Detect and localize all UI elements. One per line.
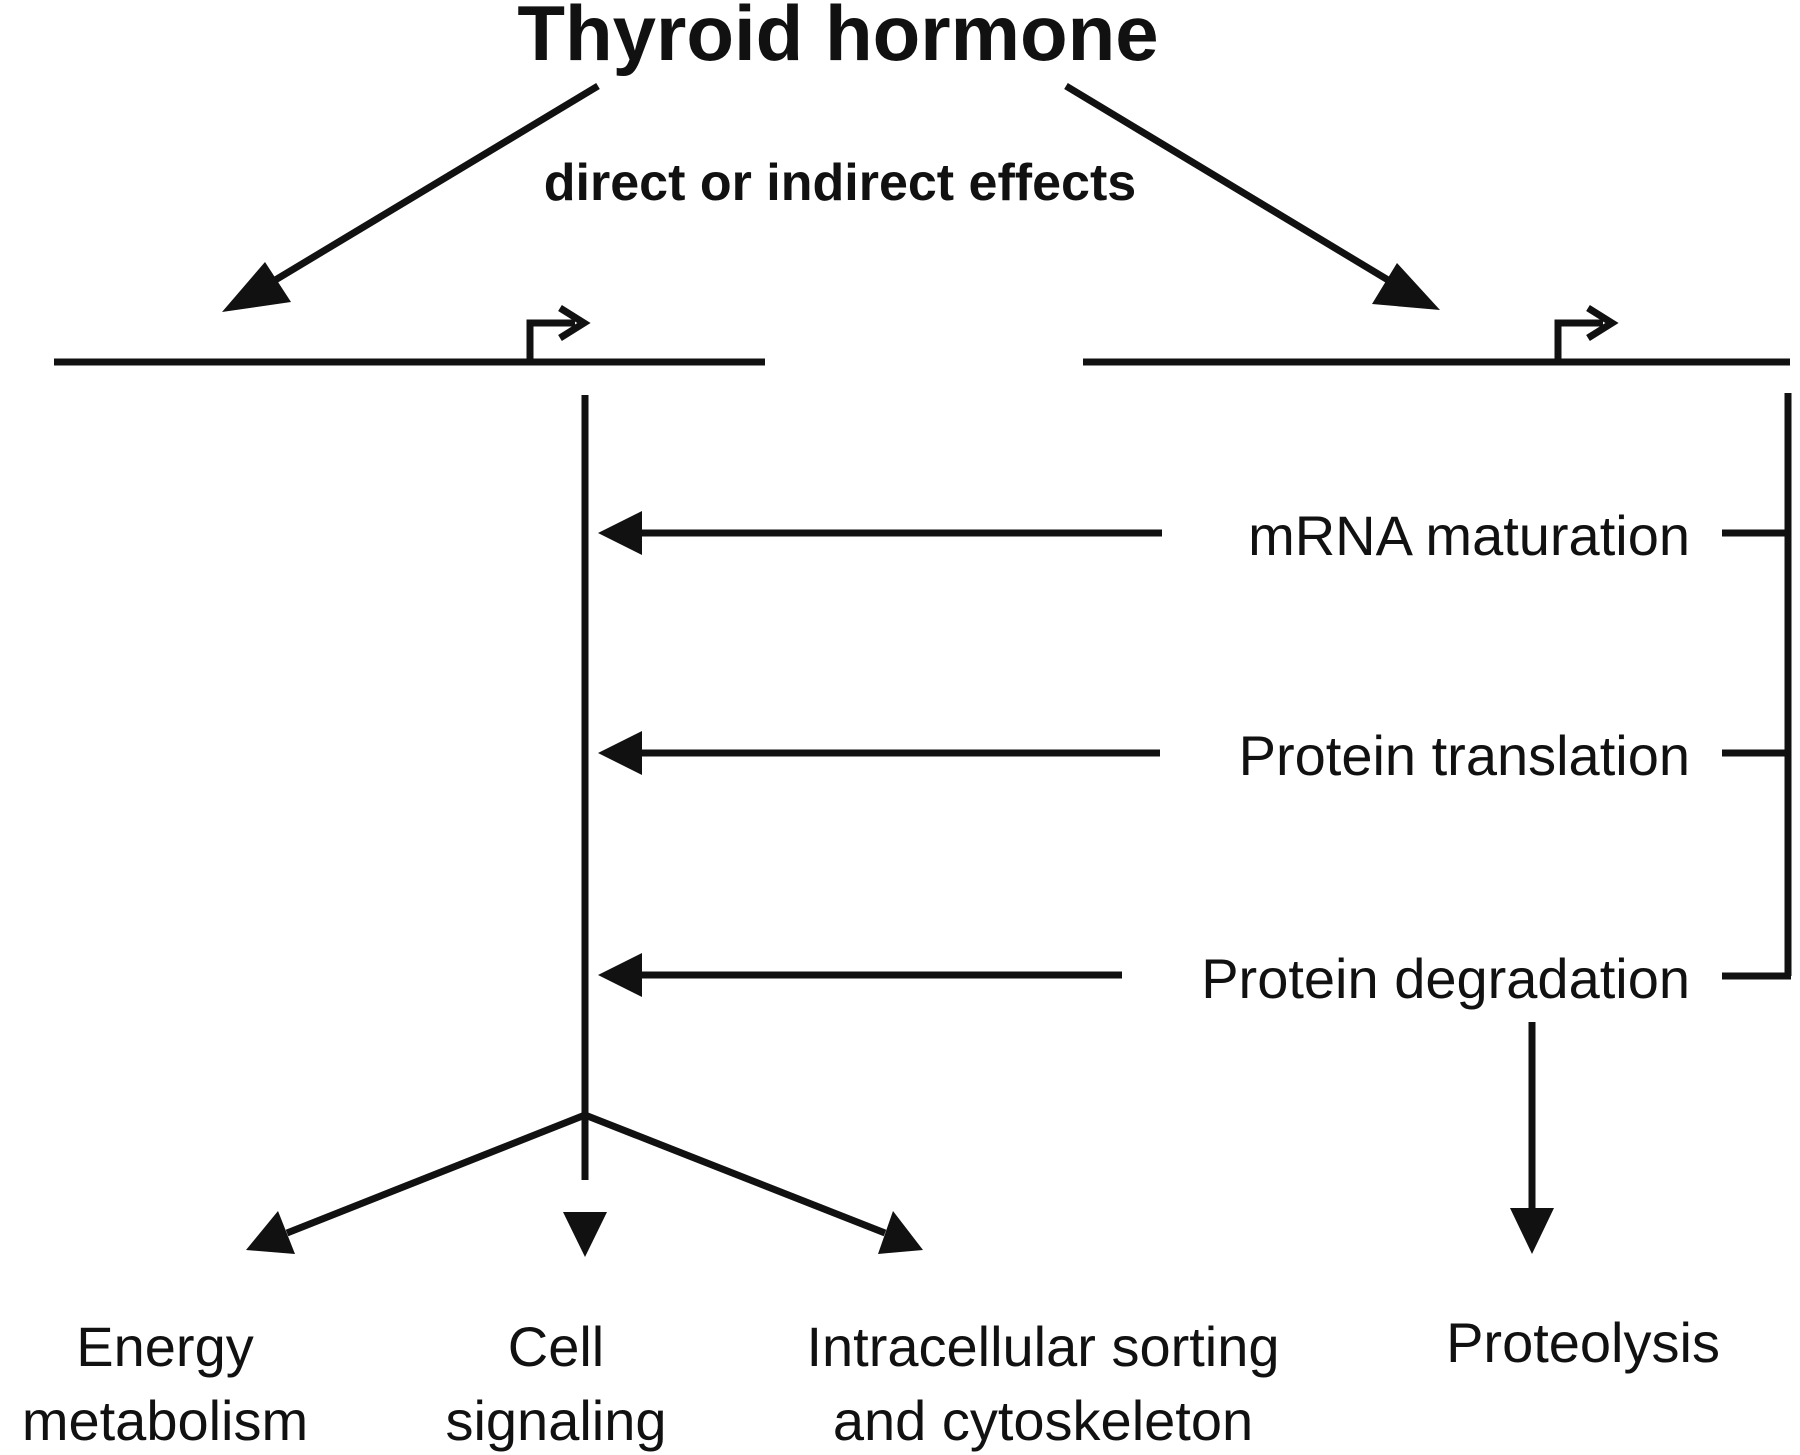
process-label-mrna-maturation: mRNA maturation: [1248, 504, 1690, 567]
process-label-protein-degradation: Protein degradation: [1201, 947, 1690, 1010]
right-bracket: [1722, 393, 1792, 980]
outcome-proteolysis-line1: Proteolysis: [1446, 1311, 1720, 1374]
arrow-proteolysis: [1510, 1022, 1554, 1254]
arrow-protein-translation: [598, 731, 1160, 775]
outcome-cell-signaling-line1: Cell: [508, 1315, 604, 1378]
left-gene: [54, 305, 765, 366]
outcome-intracellular-sorting-line1: Intracellular sorting: [806, 1315, 1279, 1378]
outcome-energy-metabolism-line1: Energy: [76, 1315, 253, 1378]
right-gene: [1083, 305, 1790, 366]
process-label-protein-translation: Protein translation: [1239, 724, 1690, 787]
arrow-to-right-gene: [1064, 83, 1440, 310]
outcome-energy-metabolism-line2: metabolism: [22, 1389, 308, 1452]
arrow-protein-degradation: [598, 953, 1122, 997]
arrow-mrna-maturation: [598, 511, 1162, 555]
diagram-subtitle: direct or indirect effects: [544, 154, 1136, 212]
diagram-title: Thyroid hormone: [517, 0, 1158, 77]
arrow-to-left-gene: [222, 83, 600, 312]
cell-signaling-arrowhead: [563, 1212, 607, 1257]
outcome-intracellular-sorting-line2: and cytoskeleton: [833, 1389, 1253, 1452]
arrow-energy-metabolism: [246, 1111, 587, 1254]
outcome-cell-signaling-line2: signaling: [445, 1389, 666, 1452]
arrow-intracellular-sorting: [583, 1111, 923, 1254]
